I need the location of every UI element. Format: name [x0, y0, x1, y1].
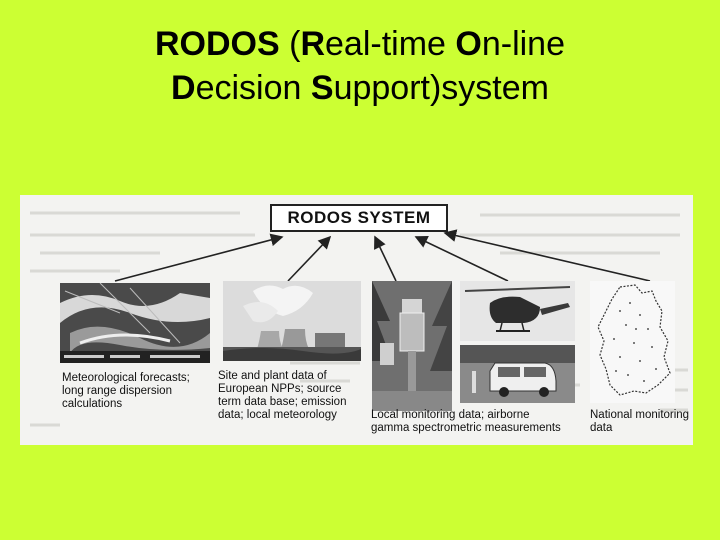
germany-map-icon	[590, 281, 675, 403]
title-line-2: Decision Support)system	[0, 66, 720, 110]
caption-line: gamma spectrometric measurements	[371, 422, 561, 434]
title-text: eal-time	[325, 25, 456, 63]
scanned-diagram: RODOS SYSTEM	[20, 195, 693, 445]
caption-national-monitoring: National monitoring data	[590, 409, 689, 435]
helicopter-icon	[460, 281, 575, 341]
caption-line: data; local meteorology	[218, 409, 337, 421]
caption-meteorological: Meteorological forecasts; long range dis…	[62, 372, 190, 411]
title-text: upport)system	[333, 69, 549, 107]
title-initial-o: O	[455, 25, 482, 63]
caption-line: calculations	[62, 398, 123, 410]
caption-line: term data base; emission	[218, 396, 347, 408]
title-text: ecision	[195, 69, 311, 107]
connector-arrows	[114, 229, 651, 282]
caption-line: National monitoring	[590, 409, 690, 421]
title-initial-s: S	[310, 69, 334, 107]
caption-line: Site and plant data of	[218, 370, 327, 382]
arrow-from-site-plant	[287, 235, 332, 282]
caption-line: long range dispersion	[62, 385, 172, 397]
title-initial-r: R	[300, 25, 326, 63]
monitoring-station-icon	[372, 281, 452, 411]
title-initial-d: D	[171, 69, 196, 107]
title-text: (	[279, 25, 301, 63]
caption-line: European NPPs; source	[218, 383, 342, 395]
caption-line: Local monitoring data; airborne	[371, 409, 530, 421]
caption-site-plant: Site and plant data of European NPPs; so…	[218, 370, 346, 422]
arrow-from-meteorological	[114, 233, 284, 282]
arrow-from-helicopter	[414, 236, 509, 282]
caption-line: Meteorological forecasts;	[62, 372, 190, 384]
caption-local-monitoring: Local monitoring data; airborne gamma sp…	[371, 409, 561, 435]
title-line-1: RODOS (Real-time On-line	[0, 22, 720, 66]
arrow-from-local-monitoring	[374, 235, 397, 282]
arrow-from-national-monitoring	[443, 229, 651, 282]
monitoring-van-icon	[460, 345, 575, 403]
slide-title: RODOS (Real-time On-line Decision Suppor…	[0, 22, 720, 110]
rodos-system-node: RODOS SYSTEM	[270, 204, 448, 232]
caption-line: data	[590, 422, 613, 434]
satellite-weather-map-icon	[60, 283, 210, 363]
title-word-rodos: RODOS	[154, 25, 280, 63]
nuclear-plant-cooling-tower-icon	[223, 281, 361, 361]
title-text: n-line	[481, 25, 566, 63]
